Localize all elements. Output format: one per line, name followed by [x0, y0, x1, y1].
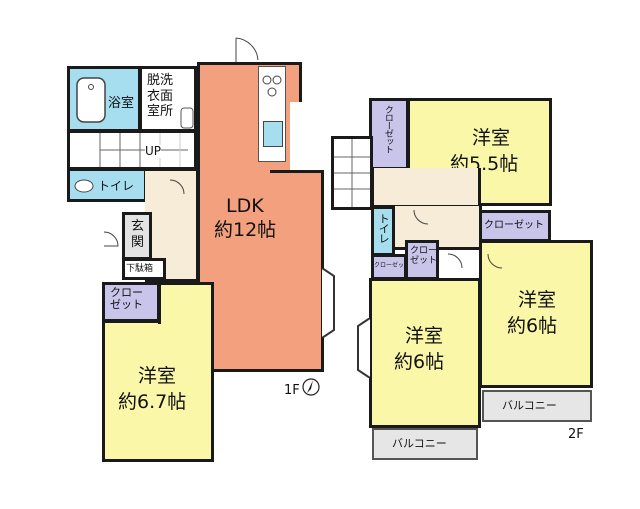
balcony-right-label: バルコニー	[502, 399, 557, 412]
north-compass-icon	[302, 378, 320, 396]
toilet-icon	[74, 179, 94, 193]
balcony-left: バルコニー	[372, 428, 478, 460]
closet-small1: クローゼット	[371, 254, 411, 280]
floor1-label: 1F	[284, 383, 300, 398]
western-c-size: 約6帖	[507, 315, 558, 337]
balcony-left-label: バルコニー	[392, 437, 447, 450]
stairs-lines	[99, 133, 188, 167]
stairs-2f-lines	[334, 139, 370, 207]
closet-1f: クロー ゼット	[102, 282, 160, 322]
closet-1f-label: クロー ゼット	[110, 286, 143, 312]
stairs-2f	[331, 136, 373, 210]
ldk-room-right	[288, 62, 302, 102]
hall-2f	[371, 168, 481, 208]
kitchen-counter	[258, 66, 286, 162]
sink-icon	[180, 107, 194, 129]
closet-right-label: クローゼット	[484, 220, 544, 231]
closet-top-2f: クローゼット	[369, 98, 409, 170]
western-b-name: 洋室	[405, 325, 444, 347]
ldk-size: 約12帖	[214, 219, 277, 241]
bath-label: 浴室	[108, 96, 135, 111]
western-1f-name: 洋室	[138, 365, 177, 387]
stairs-1f: UP	[67, 130, 197, 170]
closet-small2-label: クロー ゼット	[410, 246, 438, 266]
stairs-up-label: UP	[145, 144, 162, 159]
toilet-1f-label: トイレ	[98, 179, 135, 193]
shoe-box: 下駄箱	[122, 258, 166, 280]
kitchen-sink	[263, 121, 283, 147]
ldk-room-lower	[270, 170, 324, 372]
washroom: 脱洗 衣面 室所	[139, 66, 197, 132]
bath-room: 浴室	[67, 66, 141, 132]
entrance: 玄 関	[122, 212, 152, 260]
western-room-c	[479, 240, 593, 388]
toilet-2f-label: トイレ	[377, 213, 391, 243]
washroom-label: 脱洗 衣面 室所	[147, 73, 174, 120]
western-b-size: 約6帖	[394, 351, 445, 373]
western-room-1f-top	[158, 282, 214, 324]
balcony-right: バルコニー	[482, 390, 592, 422]
bay-window	[322, 268, 335, 338]
ldk-name: LDK	[226, 195, 264, 217]
closet-right: クローゼット	[479, 210, 551, 242]
toilet-2f: トイレ	[371, 206, 395, 256]
stove-icon	[262, 75, 282, 97]
closet-top-label: クローゼット	[382, 105, 393, 153]
western-room-b	[369, 278, 481, 428]
floor2-label: 2F	[568, 427, 584, 442]
bathtub-icon	[76, 77, 106, 123]
toilet-1f: トイレ	[67, 168, 147, 202]
western-c-name: 洋室	[518, 289, 557, 311]
closet-small2: クロー ゼット	[405, 240, 439, 280]
shoe-box-label: 下駄箱	[126, 264, 154, 274]
closet-small1-label: クローゼット	[374, 262, 411, 269]
bay-window-2f	[357, 318, 370, 378]
western-1f-size: 約6.7帖	[118, 391, 187, 413]
western-a-name: 洋室	[472, 127, 511, 149]
entrance-label: 玄 関	[131, 219, 145, 250]
